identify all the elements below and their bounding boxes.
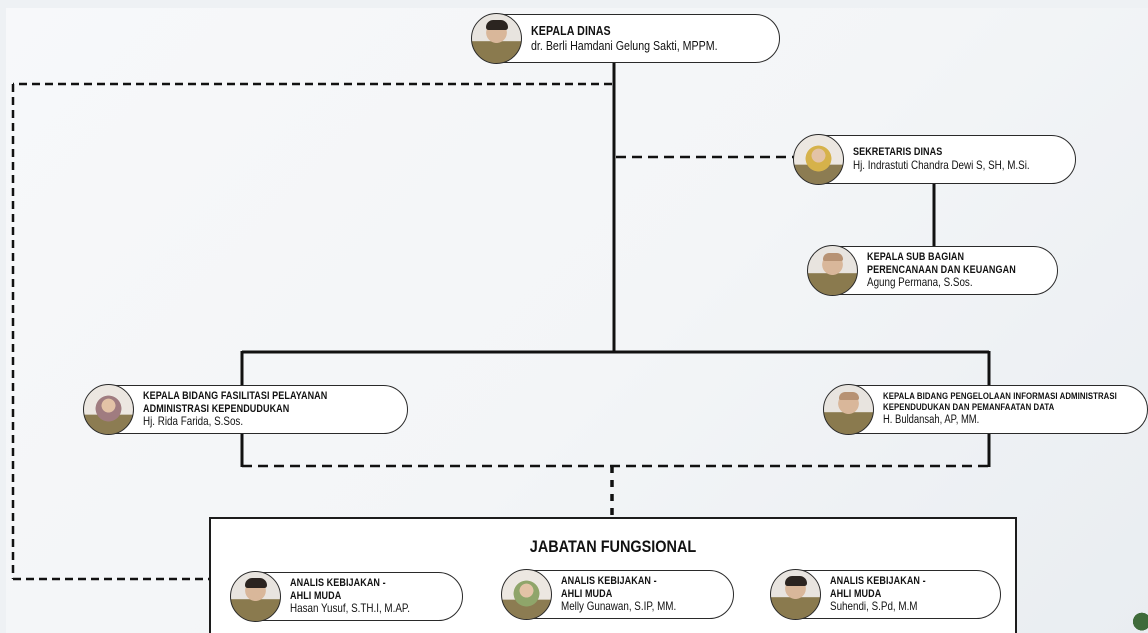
node-name: Suhendi, S.Pd, M.M (830, 599, 918, 614)
section-heading: JABATAN FUNGSIONAL (529, 537, 697, 556)
leaf-decoration (1133, 612, 1148, 633)
node-title: ANALIS KEBIJAKAN - (290, 576, 386, 589)
node-title-2: AHLI MUDA (561, 587, 613, 600)
node-name: dr. Berli Hamdani Gelung Sakti, MPPM. (531, 37, 718, 53)
node-kepala-bidang-fasilitasi[interactable]: KEPALA BIDANG FASILITASI PELAYANAN ADMIN… (83, 384, 408, 435)
node-title-2: KEPENDUDUKAN DAN PEMANFAATAN DATA (883, 401, 1055, 413)
portrait-avatar (230, 571, 281, 622)
node-title: KEPALA BIDANG PENGELOLAAN INFORMASI ADMI… (883, 390, 1117, 402)
node-fungsional-3[interactable]: ANALIS KEBIJAKAN - AHLI MUDA Suhendi, S.… (770, 569, 1001, 620)
node-fungsional-2[interactable]: ANALIS KEBIJAKAN - AHLI MUDA Melly Gunaw… (501, 569, 734, 620)
node-title: ANALIS KEBIJAKAN - (830, 574, 926, 587)
node-name: Melly Gunawan, S.IP, MM. (561, 599, 677, 614)
left-edge (0, 0, 6, 633)
portrait-avatar (793, 134, 844, 185)
node-name: Agung Permana, S.Sos. (867, 275, 973, 290)
portrait-avatar (501, 569, 552, 620)
node-title: KEPALA DINAS (531, 22, 611, 38)
portrait-avatar (770, 569, 821, 620)
node-title: KEPALA BIDANG FASILITASI PELAYANAN (143, 389, 328, 402)
portrait-avatar (83, 384, 134, 435)
node-kepala-sub-bagian[interactable]: KEPALA SUB BAGIAN PERENCANAAN DAN KEUANG… (807, 245, 1058, 296)
node-kepala-dinas[interactable]: KEPALA DINAS dr. Berli Hamdani Gelung Sa… (471, 13, 780, 64)
node-fungsional-1[interactable]: ANALIS KEBIJAKAN - AHLI MUDA Hasan Yusuf… (230, 571, 463, 622)
portrait-avatar (807, 245, 858, 296)
portrait-avatar (471, 13, 522, 64)
node-title: SEKRETARIS DINAS (853, 146, 943, 159)
node-title-2: AHLI MUDA (830, 587, 882, 600)
node-title-2: AHLI MUDA (290, 589, 342, 602)
node-name: Hj. Rida Farida, S.Sos. (143, 414, 244, 429)
node-name: Hasan Yusuf, S.TH.I, M.AP. (290, 601, 410, 616)
node-title-2: PERENCANAAN DAN KEUANGAN (867, 263, 1016, 276)
node-name: Hj. Indrastuti Chandra Dewi S, SH, M.Si. (853, 157, 1030, 172)
top-edge (0, 0, 1148, 8)
portrait-avatar (823, 384, 874, 435)
node-title-2: ADMINISTRASI KEPENDUDUKAN (143, 402, 290, 415)
node-kepala-bidang-pengelolaan[interactable]: KEPALA BIDANG PENGELOLAAN INFORMASI ADMI… (823, 384, 1148, 435)
node-title: KEPALA SUB BAGIAN (867, 250, 965, 263)
node-name: H. Buldansah, AP, MM. (883, 413, 980, 426)
node-title: ANALIS KEBIJAKAN - (561, 574, 657, 587)
node-sekretaris-dinas[interactable]: SEKRETARIS DINAS Hj. Indrastuti Chandra … (793, 134, 1076, 185)
